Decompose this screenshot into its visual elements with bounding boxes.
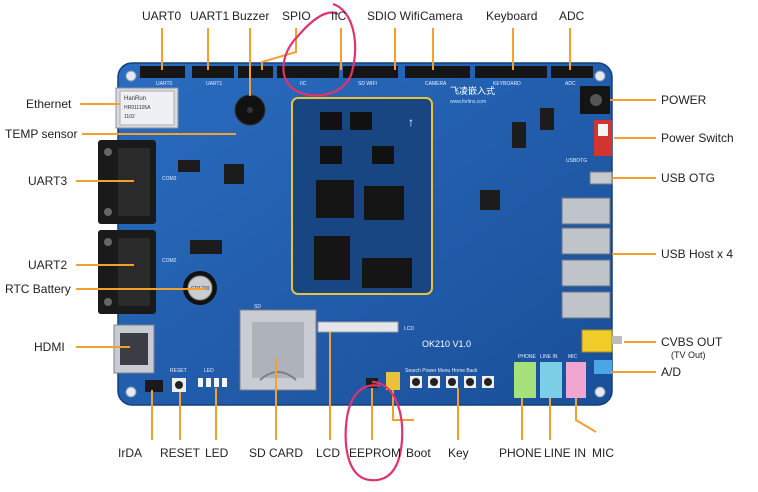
silk-iic: IIC	[300, 81, 307, 87]
label-hdmi: HDMI	[34, 340, 65, 354]
brand-website: www.forlinx.com	[450, 99, 486, 105]
label-sd-card: SD CARD	[249, 446, 304, 460]
hdmi-connector	[113, 324, 155, 374]
label-uart3: UART3	[28, 174, 68, 188]
top-headers	[140, 66, 593, 78]
silk-lcd: LCD	[404, 326, 414, 332]
label-lcd: LCD	[316, 446, 341, 460]
lcd-connector	[317, 321, 399, 333]
mic-jack	[566, 362, 586, 398]
label-reset: RESET	[160, 446, 201, 460]
label-spio: SPIO	[282, 9, 311, 23]
silk-phone: PHONE	[518, 354, 536, 360]
label-boot: Boot	[406, 446, 431, 460]
silk-uart0: UART0	[156, 81, 173, 87]
power-jack	[580, 86, 610, 114]
silk-uart1: UART1	[206, 81, 223, 87]
label-usb-host: USB Host x 4	[661, 247, 734, 261]
label-camera: Camera	[420, 9, 463, 23]
label-irda: IrDA	[118, 446, 142, 460]
label-phone: PHONE	[499, 446, 542, 460]
label-keyboard: Keyboard	[486, 9, 538, 23]
uart2-connector	[98, 230, 156, 314]
label-buzzer: Buzzer	[232, 9, 270, 23]
key-buttons	[410, 376, 494, 388]
cvbs-connector	[581, 329, 622, 353]
label-power-switch: Power Switch	[661, 131, 734, 145]
label-uart2: UART2	[28, 258, 68, 272]
boot-switch	[386, 372, 400, 390]
brand-logo: 飞凌嵌入式	[450, 85, 495, 96]
annotation-circle-eeprom	[344, 380, 404, 482]
label-uart1: UART1	[190, 9, 230, 23]
label-key: Key	[448, 446, 469, 460]
label-rtc-battery: RTC Battery	[5, 282, 71, 296]
led-row	[198, 378, 227, 387]
label-temp-sensor: TEMP sensor	[5, 127, 78, 141]
label-mic: MIC	[592, 446, 614, 460]
callout-lines	[76, 28, 656, 440]
ethernet-chip-line3: 1102	[124, 114, 135, 120]
label-cvbs-out: CVBS OUT	[661, 335, 723, 349]
phone-jack	[514, 362, 536, 398]
linein-jack	[540, 362, 562, 398]
ethernet-jack: HanRun HR911105A 1102	[115, 87, 179, 129]
label-led: LED	[205, 446, 229, 460]
silk-sd: SD	[254, 304, 261, 310]
silk-sdwifi: SD WIFI	[358, 81, 377, 87]
svg-text:↑: ↑	[408, 115, 414, 129]
silk-adc: ADC	[565, 81, 576, 87]
label-ethernet: Ethernet	[26, 97, 72, 111]
silk-mic: MIC	[568, 354, 578, 360]
sd-card-slot	[239, 309, 317, 391]
power-switch	[594, 120, 612, 156]
label-sdio-wifi: SDIO Wifi	[367, 9, 420, 23]
silk-reset: RESET	[170, 368, 187, 374]
label-cvbs-sub: (TV Out)	[671, 350, 706, 360]
label-iic: IIC	[331, 9, 347, 23]
silk-linein: LINE IN	[540, 354, 558, 360]
label-uart0: UART0	[142, 9, 182, 23]
ethernet-chip-line1: HanRun	[124, 96, 146, 102]
silk-usbotg: USBOTG	[566, 158, 587, 164]
usb-otg-port	[589, 171, 613, 185]
label-ad: A/D	[661, 365, 682, 379]
annotation-circle-iic	[282, 2, 357, 97]
silk-buttons: Search Power Menu Home Back	[405, 368, 478, 374]
board-model: OK210 V1.0	[422, 339, 471, 349]
label-line-in: LINE IN	[544, 446, 587, 460]
silk-com2: COM2	[162, 258, 177, 264]
label-usb-otg: USB OTG	[661, 171, 716, 185]
label-eeprom: EEPROM	[349, 446, 402, 460]
irda-sensor	[145, 380, 163, 392]
usb-host-ports	[561, 197, 611, 319]
silk-camera: CAMERA	[425, 81, 447, 87]
label-adc: ADC	[559, 9, 585, 23]
silk-com3: COM3	[162, 176, 177, 182]
silk-keyboard: KEYBOARD	[493, 81, 521, 87]
silk-led: LED	[204, 368, 214, 374]
ethernet-chip-line2: HR911105A	[124, 105, 151, 111]
ad-connector	[594, 360, 612, 374]
label-power: POWER	[661, 93, 707, 107]
core-module: ↑	[291, 97, 433, 295]
